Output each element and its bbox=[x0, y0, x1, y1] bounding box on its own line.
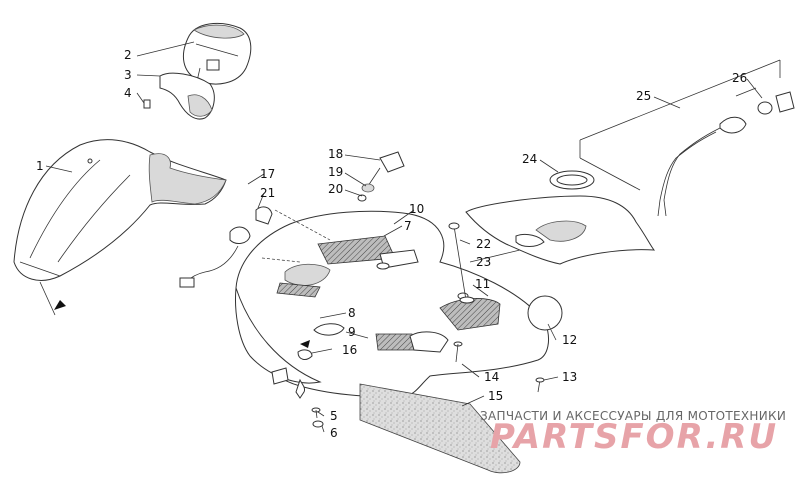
key-switch-part bbox=[357, 151, 405, 202]
callout-20: 20 bbox=[328, 182, 343, 196]
callout-3: 3 bbox=[124, 68, 132, 82]
callout-17: 17 bbox=[260, 167, 275, 181]
cap-part bbox=[527, 295, 563, 331]
callout-16: 16 bbox=[342, 343, 357, 357]
callout-21: 21 bbox=[260, 186, 275, 200]
callout-13: 13 bbox=[562, 370, 577, 384]
long-bolt-part bbox=[448, 222, 475, 304]
callout-12: 12 bbox=[562, 333, 577, 347]
callout-19: 19 bbox=[328, 165, 343, 179]
callout-2: 2 bbox=[124, 48, 132, 62]
callout-7: 7 bbox=[404, 219, 412, 233]
callout-6: 6 bbox=[330, 426, 338, 440]
callouts: 1 2 3 4 5 6 7 8 9 10 11 12 13 14 15 16 1… bbox=[36, 48, 747, 440]
callout-1: 1 bbox=[36, 159, 44, 173]
callout-15: 15 bbox=[488, 389, 503, 403]
callout-5: 5 bbox=[330, 409, 338, 423]
callout-8: 8 bbox=[348, 306, 356, 320]
callout-9: 9 bbox=[348, 325, 356, 339]
fasteners bbox=[297, 340, 545, 428]
harness-part bbox=[179, 206, 273, 288]
floor-mat-part bbox=[359, 383, 521, 474]
banner-subtitle: ЗАПЧАСТИ И АКСЕССУАРЫ ДЛЯ МОТОТЕХНИКИ bbox=[480, 409, 786, 423]
dash-cover-part bbox=[235, 209, 549, 399]
callout-4: 4 bbox=[124, 86, 132, 100]
callout-18: 18 bbox=[328, 147, 343, 161]
callout-25: 25 bbox=[636, 89, 651, 103]
gauge-assembly bbox=[143, 22, 252, 120]
callout-23: 23 bbox=[476, 255, 491, 269]
callout-10: 10 bbox=[409, 202, 424, 216]
callout-11: 11 bbox=[475, 277, 490, 291]
callout-26: 26 bbox=[732, 71, 747, 85]
arrow-marker-icon bbox=[54, 300, 66, 310]
front-cover-part bbox=[13, 139, 227, 316]
leader-lines bbox=[45, 41, 763, 433]
console-cover-part bbox=[465, 170, 656, 265]
banner-logo: PARTSFOR.RU bbox=[490, 417, 778, 457]
watermark-banner: ЗАПЧАСТИ И АКСЕССУАРЫ ДЛЯ МОТОТЕХНИКИ PA… bbox=[480, 409, 786, 457]
arrow-marker-icon bbox=[300, 340, 310, 348]
callout-24: 24 bbox=[522, 152, 537, 166]
cable-assembly bbox=[579, 59, 795, 217]
callout-22: 22 bbox=[476, 237, 491, 251]
callout-14: 14 bbox=[484, 370, 499, 384]
